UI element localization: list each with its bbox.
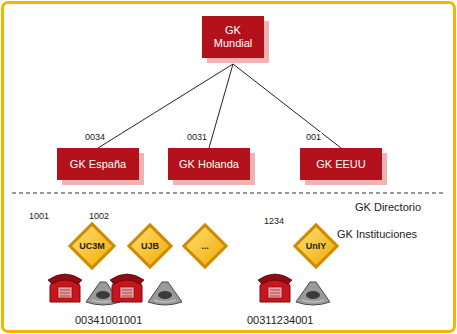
country-code: 0031 bbox=[186, 132, 208, 142]
conference-phone-icon bbox=[148, 282, 182, 305]
prefix-number: 1002 bbox=[88, 211, 110, 221]
conference-phone-icon bbox=[296, 282, 330, 305]
institution-diamond: UC3M bbox=[69, 223, 115, 269]
prefix-number: 1234 bbox=[263, 216, 285, 226]
prefix-number: 1001 bbox=[28, 211, 50, 221]
institution-name: UC3M bbox=[79, 241, 105, 251]
institution-name: UnIY bbox=[306, 241, 327, 251]
gatekeeper-name: GK Holanda bbox=[179, 158, 239, 171]
gatekeeper-name: GK EEUU bbox=[316, 158, 366, 171]
layer-label: GK Directorio bbox=[354, 201, 422, 213]
gatekeeper-box: GK Holanda bbox=[168, 148, 250, 180]
telephone-icon bbox=[48, 274, 82, 302]
telephone-icon bbox=[110, 274, 144, 302]
country-code: 0034 bbox=[84, 132, 106, 142]
separator-line bbox=[12, 193, 444, 194]
phone-number: 00311234001 bbox=[246, 314, 314, 326]
hierarchy-link bbox=[98, 64, 233, 148]
hierarchy-link bbox=[233, 64, 341, 148]
gatekeeper-box: GK EEUU bbox=[300, 148, 382, 180]
institution-diamond: ... bbox=[183, 224, 227, 268]
gatekeeper-name: GK Mundial bbox=[207, 24, 259, 49]
institution-name: ... bbox=[201, 241, 209, 251]
hierarchy-link bbox=[209, 64, 233, 148]
institution-diamond: UJB bbox=[128, 224, 172, 268]
institution-diamond: UnIY bbox=[294, 224, 338, 268]
institution-name: UJB bbox=[141, 241, 159, 251]
layer-label: GK Instituciones bbox=[336, 228, 418, 240]
country-code: 001 bbox=[305, 132, 322, 142]
gatekeeper-name: GK España bbox=[70, 158, 126, 171]
gatekeeper-box: GK España bbox=[57, 148, 139, 180]
telephone-icon bbox=[258, 274, 292, 302]
gatekeeper-box: GK Mundial bbox=[202, 16, 264, 58]
phone-number: 00341001001 bbox=[74, 314, 143, 326]
